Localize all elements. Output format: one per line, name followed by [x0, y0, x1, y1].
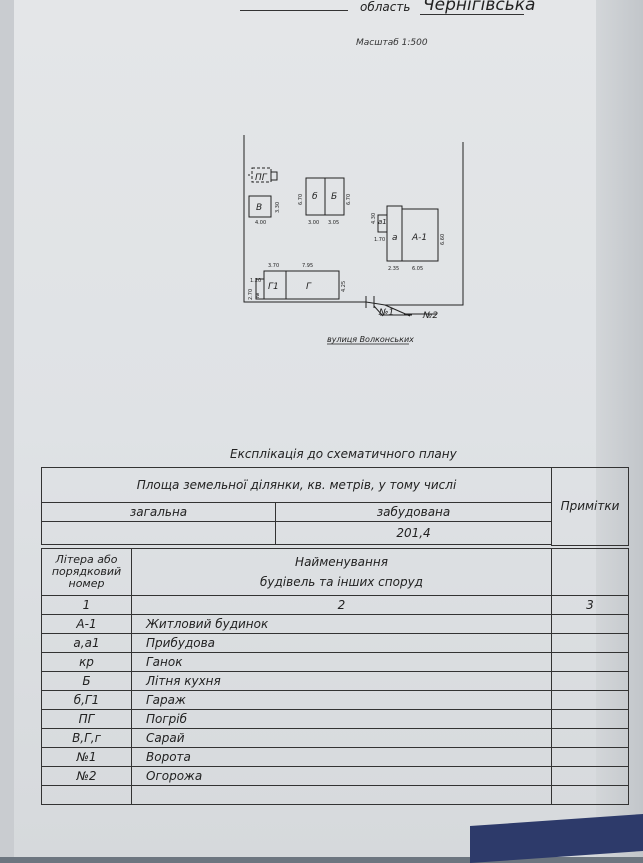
- row-note: [551, 785, 629, 805]
- label-house: А-1: [411, 233, 427, 243]
- row-note: [551, 766, 629, 786]
- row-name: Сарай: [131, 728, 552, 748]
- dim-b-big-width: 3.05: [328, 220, 339, 226]
- notes-blank: [551, 548, 629, 596]
- row-note: [551, 652, 629, 672]
- built-label: забудована: [275, 502, 552, 522]
- row-code: №2: [41, 766, 132, 786]
- col-number-3: 3: [551, 595, 629, 615]
- table-row: ПГ Погріб: [41, 709, 629, 729]
- dim-g1-small-width: 1.20: [250, 278, 261, 284]
- table-row: [41, 785, 629, 805]
- label-a1: а1: [378, 218, 387, 226]
- dim-b-small-width: 3.00: [308, 220, 319, 226]
- explication-title: Експлікація до схематичного плану: [230, 447, 457, 461]
- built-value: 201,4: [275, 521, 552, 545]
- garage-g: [285, 270, 340, 300]
- label-gate: №1: [378, 308, 394, 318]
- dim-g-width: 7.95: [302, 263, 313, 269]
- row-code: В,Г,г: [41, 728, 132, 748]
- row-note: [551, 728, 629, 748]
- plot-boundary: [243, 135, 464, 306]
- building-b-big: [324, 177, 345, 216]
- explication-table: Площа земельної ділянки, кв. метрів, у т…: [41, 467, 629, 546]
- label-a: а: [392, 233, 398, 243]
- row-note: [551, 709, 629, 729]
- dim-a1-height: 4.30: [371, 213, 377, 224]
- row-name: Ворота: [131, 747, 552, 767]
- row-code: б,Г1: [41, 690, 132, 710]
- header-underline: [240, 10, 348, 11]
- row-code: [41, 785, 132, 805]
- row-note: [551, 633, 629, 653]
- row-note: [551, 690, 629, 710]
- dim-g-height: 4.25: [341, 281, 347, 292]
- row-name: Погріб: [131, 709, 552, 729]
- row-name: Ганок: [131, 652, 552, 672]
- label-g1: Г1: [268, 282, 279, 292]
- dim-house-height: 6.60: [440, 234, 446, 245]
- notes-header: Примітки: [551, 467, 629, 546]
- dim-v-width: 4.00: [255, 220, 266, 226]
- dim-g1-mark: №: [255, 292, 261, 298]
- dim-a1-width: 1.70: [374, 237, 385, 243]
- col-number-1: 1: [41, 595, 132, 615]
- area-header: Площа земельної ділянки, кв. метрів, у т…: [41, 467, 552, 503]
- label-v: В: [256, 203, 262, 213]
- scale-label: Масштаб 1:500: [356, 38, 428, 48]
- label-pg: ПГ: [255, 173, 268, 183]
- row-name: [131, 785, 552, 805]
- dim-g1-small-height: 2.70: [248, 289, 254, 300]
- col2-header: Найменування будівель та інших споруд: [131, 548, 552, 596]
- dim-b-big-height: 6.70: [346, 194, 352, 205]
- total-label: загальна: [41, 502, 276, 522]
- row-note: [551, 671, 629, 691]
- row-code: а,а1: [41, 633, 132, 653]
- table-row: Б Літня кухня: [41, 671, 629, 691]
- dim-b-height: 6.70: [298, 194, 304, 205]
- row-name: Прибудова: [131, 633, 552, 653]
- shed-v: [248, 195, 272, 218]
- row-name: Огорожа: [131, 766, 552, 786]
- label-b-small: б: [312, 192, 318, 202]
- label-fence: №2: [422, 311, 438, 321]
- total-value: [41, 521, 276, 545]
- row-code: А-1: [41, 614, 132, 634]
- col2-header-line2: будівель та інших споруд: [260, 575, 423, 589]
- row-code: ПГ: [41, 709, 132, 729]
- table-row: №2 Огорожа: [41, 766, 629, 786]
- col1-header: Літера або порядковий номер: [41, 548, 132, 596]
- table-row: б,Г1 Гараж: [41, 690, 629, 710]
- label-g: Г: [306, 282, 312, 292]
- table-row: а,а1 Прибудова: [41, 633, 629, 653]
- street-name: вулиця Волконських: [327, 335, 414, 344]
- table-row: А-1 Житловий будинок: [41, 614, 629, 634]
- col-number-2: 2: [131, 595, 552, 615]
- row-name: Літня кухня: [131, 671, 552, 691]
- row-name: Житловий будинок: [131, 614, 552, 634]
- house-a1: [401, 208, 439, 262]
- row-code: Б: [41, 671, 132, 691]
- row-note: [551, 747, 629, 767]
- col2-header-line1: Найменування: [295, 555, 388, 569]
- label-b-big: Б: [331, 192, 337, 202]
- dim-v-height: 3.30: [275, 202, 281, 213]
- table-row: В,Г,г Сарай: [41, 728, 629, 748]
- region-label: область: [360, 0, 411, 14]
- dim-a-width: 2.35: [388, 266, 399, 272]
- region-value: Чернігівська: [423, 0, 536, 15]
- table-row: №1 Ворота: [41, 747, 629, 767]
- row-name: Гараж: [131, 690, 552, 710]
- document-header: область Чернігівська: [0, 0, 643, 18]
- dim-house-width: 6.05: [412, 266, 423, 272]
- row-note: [551, 614, 629, 634]
- site-plan: ПГ В б Б а1 а А-1 Г1 Г №1 №2 вулиця Волк…: [243, 135, 464, 345]
- region-underline: [420, 14, 524, 15]
- explication-list: Літера або порядковий номер Найменування…: [41, 548, 629, 805]
- table-row: кр Ганок: [41, 652, 629, 672]
- row-code: №1: [41, 747, 132, 767]
- row-code: кр: [41, 652, 132, 672]
- dim-g1-width: 3.70: [268, 263, 279, 269]
